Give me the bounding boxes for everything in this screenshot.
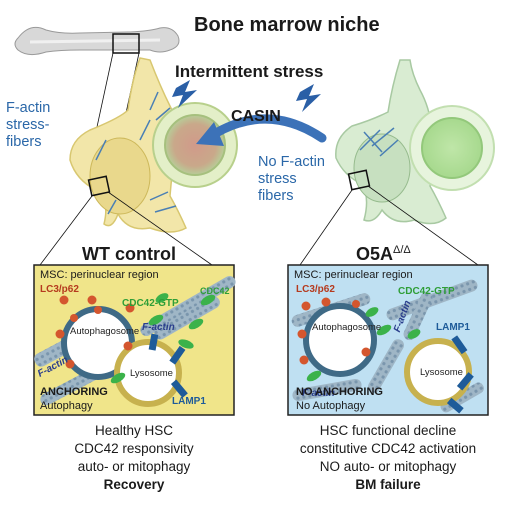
left-outcome-3: auto- or mitophagy: [77, 459, 191, 474]
right-panel-graphic: [287, 264, 489, 416]
lightning-left-icon: [172, 80, 197, 108]
right-lamp1-label: LAMP1: [436, 322, 470, 333]
bone-illustration: [14, 26, 180, 151]
left-cdc42gtp-label: CDC42-GTP: [122, 298, 179, 309]
right-cell-zoom-box: [347, 169, 371, 191]
right-fiber-line-1: No F-actin: [258, 154, 325, 170]
right-lysosome-label: Lysosome: [420, 367, 463, 378]
right-autophagy-label: No Autophagy: [296, 400, 366, 412]
right-fiber-line-2: stress: [258, 171, 297, 187]
right-factin-label-b: F-actin: [302, 388, 335, 399]
right-msc-cell: [299, 59, 479, 266]
lightning-icons: [172, 80, 321, 112]
left-fiber-line-2: stress-: [6, 117, 50, 133]
left-factin-label-a: F-actin: [142, 322, 175, 333]
right-outcome-1: HSC functional decline: [319, 423, 457, 438]
left-outcomes: Healthy HSC CDC42 responsivity auto- or …: [14, 422, 254, 494]
right-anchoring-label: NO ANCHORING: [296, 386, 383, 398]
left-region-label: MSC: perinuclear region: [40, 269, 159, 281]
bone-zoom-box: [112, 33, 140, 54]
right-panel-title: O5AΔ/Δ: [356, 244, 411, 265]
left-autophagosome-label: Autophagosome: [70, 326, 140, 337]
casin-arrow: [196, 114, 327, 146]
right-fiber-line-3: fibers: [258, 188, 294, 204]
right-autophagosome-label: Autophagosome: [312, 322, 382, 333]
left-result: Recovery: [103, 477, 165, 492]
left-msc-cell: [39, 57, 213, 266]
left-fiber-label: F-actin stress- fibers: [6, 100, 50, 151]
left-fiber-line-1: F-actin: [6, 100, 51, 116]
page-title: Bone marrow niche: [194, 14, 380, 36]
left-lysosome-label: Lysosome: [130, 368, 173, 379]
arrow-head-icon: [196, 122, 224, 146]
left-hsc-cell: [152, 102, 238, 188]
lightning-right-icon: [296, 84, 321, 112]
right-outcomes: HSC functional decline constitutive CDC4…: [268, 422, 508, 494]
left-outcome-2: CDC42 responsivity: [74, 441, 194, 456]
right-result: BM failure: [355, 477, 421, 492]
left-fiber-line-3: fibers: [6, 134, 42, 150]
casin-label: CASIN: [231, 108, 281, 125]
right-outcome-3: NO auto- or mitophagy: [319, 459, 457, 474]
left-lc3-label: LC3/p62: [40, 284, 79, 295]
left-autophagy-label: Autophagy: [40, 400, 93, 412]
left-cell-zoom-box: [87, 175, 111, 197]
right-hsc-cell: [409, 105, 495, 191]
right-fiber-label: No F-actin stress fibers: [258, 154, 325, 205]
left-outcome-1: Healthy HSC: [94, 423, 174, 438]
left-panel-graphic: [33, 264, 236, 416]
right-cdc42gtp-label: CDC42-GTP: [398, 286, 455, 297]
left-anchoring-label: ANCHORING: [40, 386, 108, 398]
right-lc3-label: LC3/p62: [296, 284, 335, 295]
right-outcome-2: constitutive CDC42 activation: [299, 441, 477, 456]
left-lamp1-label: LAMP1: [172, 396, 206, 407]
right-title-main: O5A: [356, 244, 394, 264]
left-panel-title: WT control: [82, 244, 176, 264]
left-cdc42-label: CDC42: [200, 286, 230, 296]
right-region-label: MSC: perinuclear region: [294, 269, 413, 281]
right-title-sup: Δ/Δ: [393, 244, 411, 256]
stress-label: Intermittent stress: [175, 62, 324, 81]
